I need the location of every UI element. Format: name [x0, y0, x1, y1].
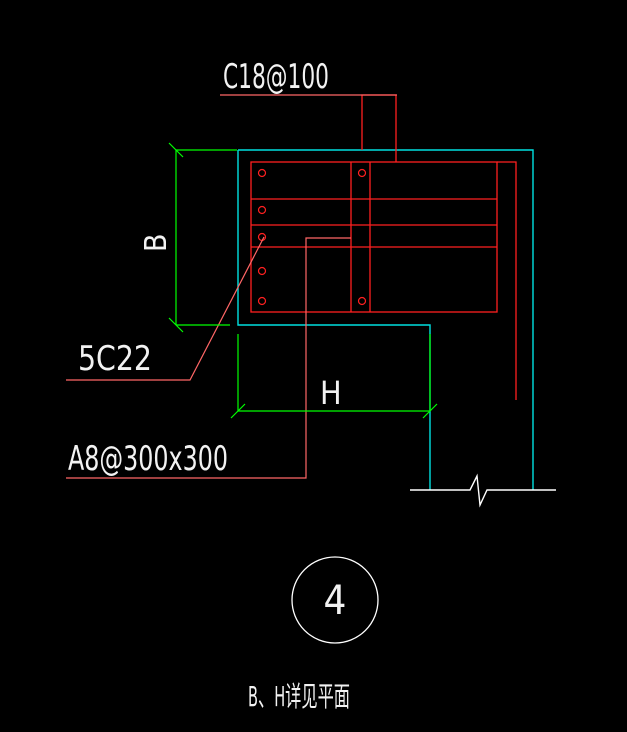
caption: B、H详见平面 — [248, 680, 350, 713]
bar-dot — [357, 296, 367, 306]
tie-rebar-label: A8@300x300 — [68, 439, 228, 479]
detail-number: 4 — [324, 578, 347, 624]
main-bars-label: 5C22 — [78, 339, 152, 379]
bar-dot — [257, 266, 267, 276]
break-line — [410, 473, 556, 508]
main-bars — [257, 168, 367, 306]
bar-dot — [257, 296, 267, 306]
dimension-b-label: B — [139, 233, 174, 252]
bar-dot — [257, 205, 267, 215]
concrete-outline — [237, 149, 534, 490]
bar-dot — [357, 168, 367, 178]
top-rebar-label: C18@100 — [223, 57, 329, 97]
dimension-h-label: H — [320, 374, 342, 412]
rebar-cage — [250, 94, 517, 400]
bar-dot — [257, 232, 267, 242]
dimension-lines — [168, 142, 438, 419]
detail-circle — [291, 556, 379, 644]
leader-lines — [66, 94, 397, 479]
bar-dot — [257, 168, 267, 178]
